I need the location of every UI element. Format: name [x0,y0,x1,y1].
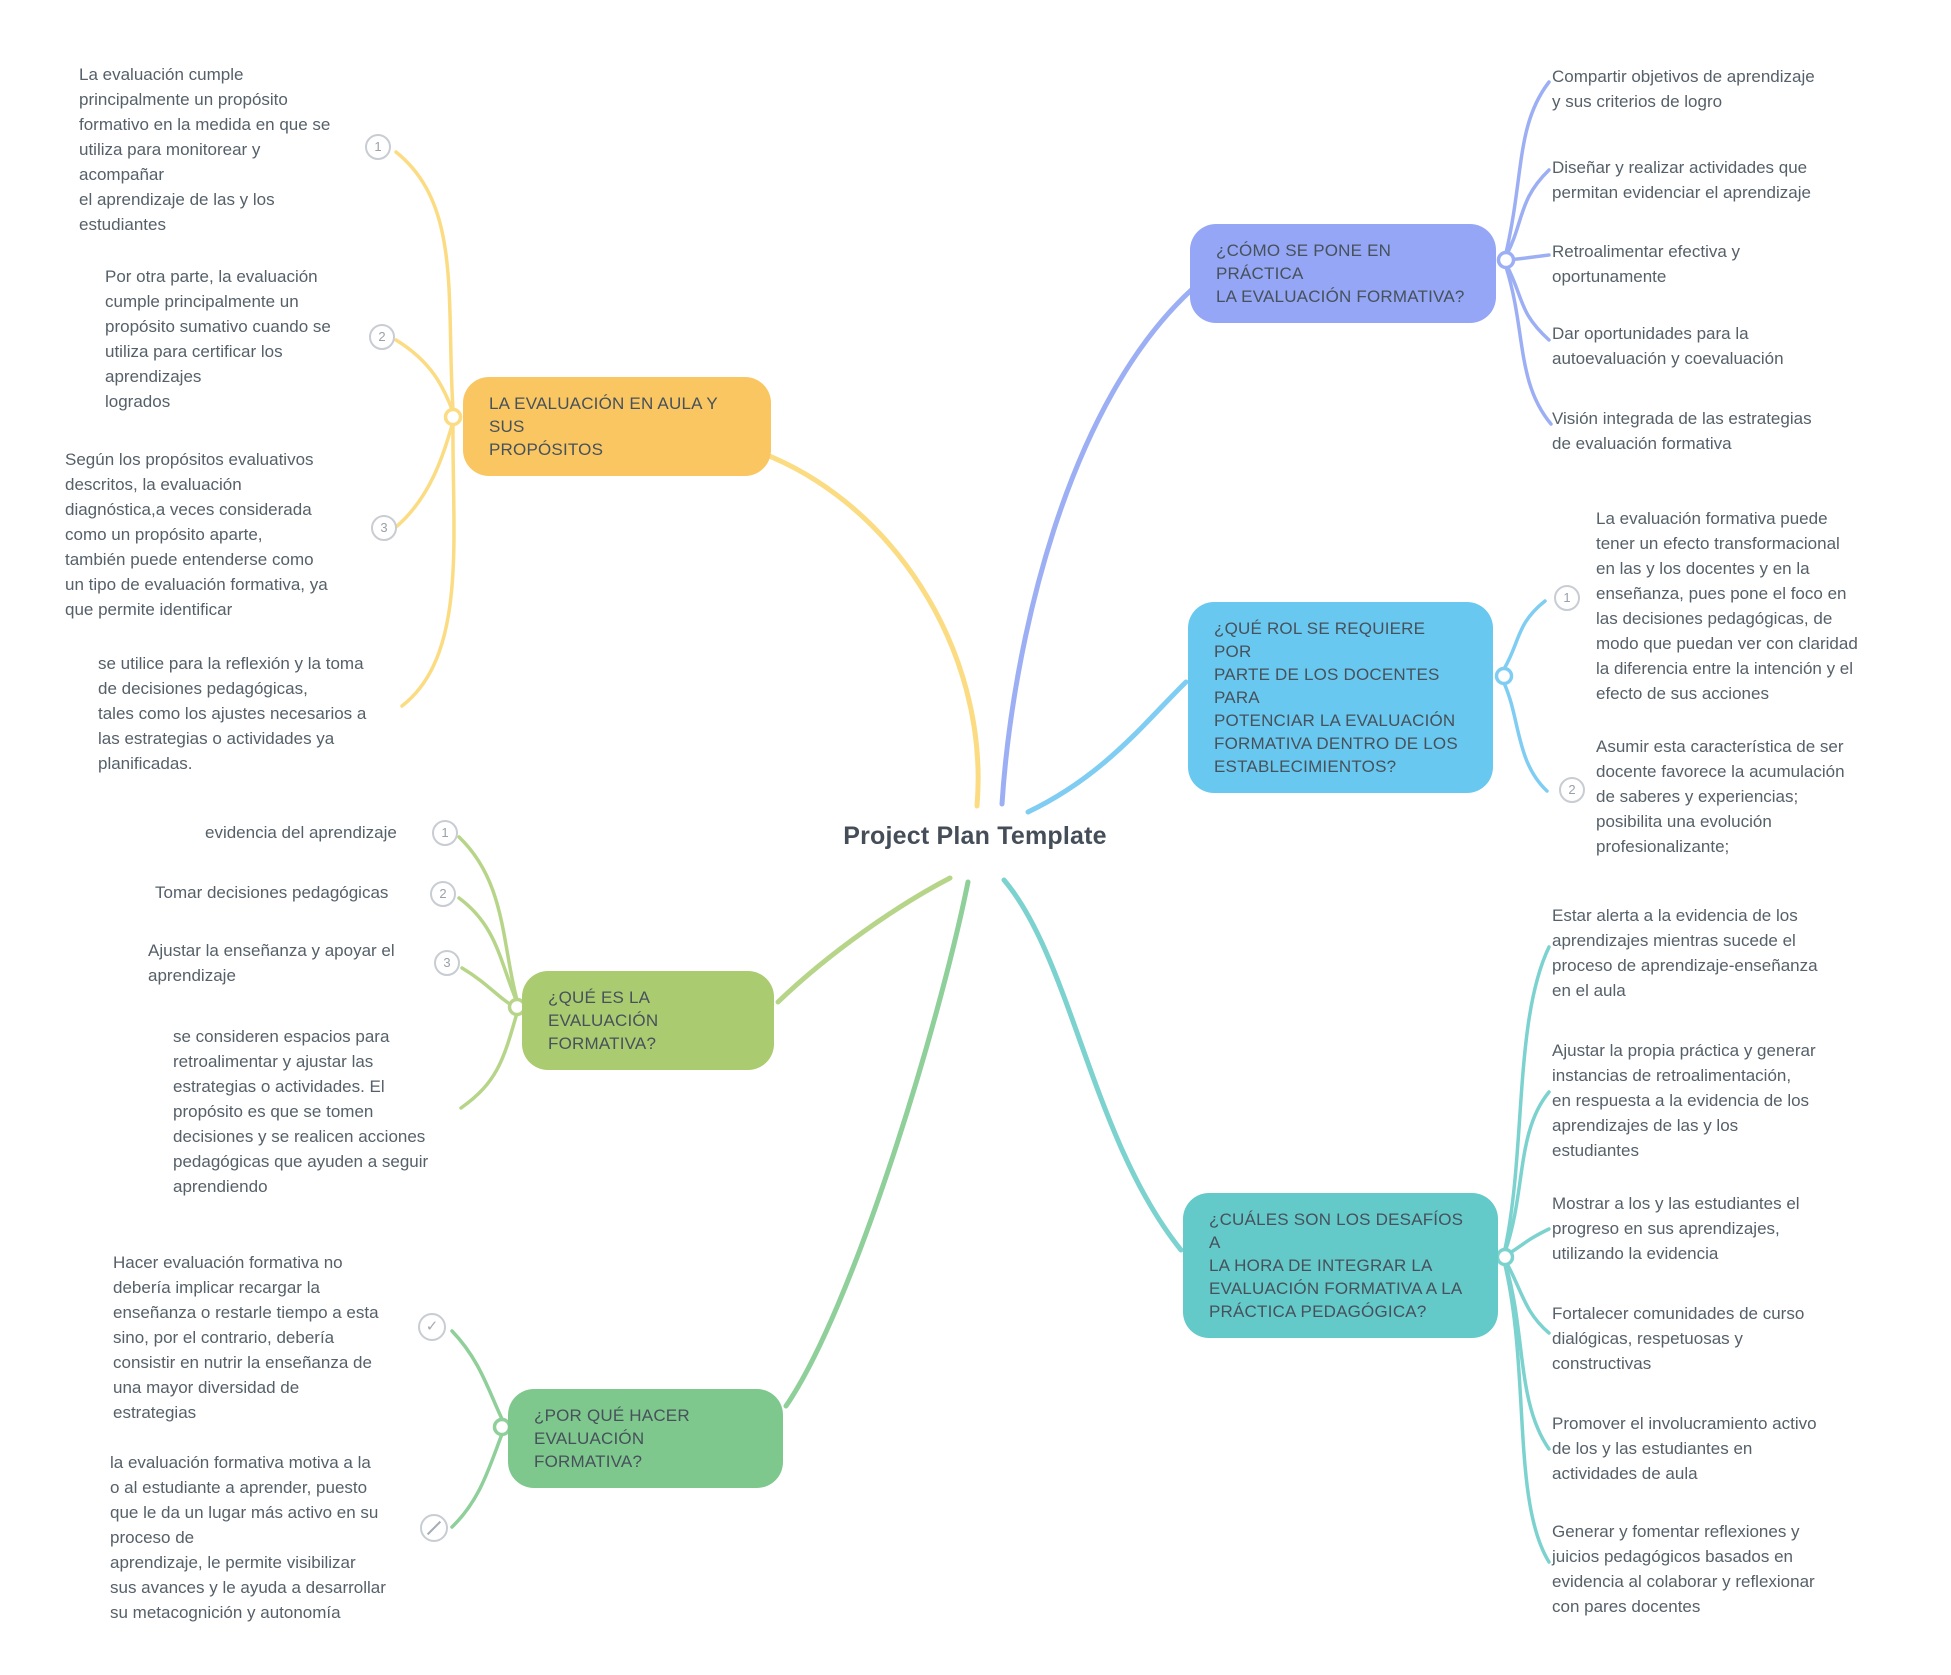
connector-line [1504,262,1551,342]
node-text[interactable]: Visión integrada de las estrategias de e… [1552,409,1812,453]
connector-line [1001,877,1184,1253]
connector-line [783,879,971,1409]
node-text[interactable]: Fortalecer comunidades de curso dialógic… [1552,1304,1805,1373]
node-text[interactable]: Estar alerta a la evidencia de los apren… [1552,906,1818,1000]
connector-line [1504,80,1551,255]
connector-line [400,423,456,708]
check-circle-icon [418,1313,446,1341]
node-text[interactable]: se utilice para la reflexión y la toma d… [98,654,367,773]
connector-line [450,1432,504,1529]
branch-node-purposes[interactable]: LA EVALUACIÓN EN AULA Y SUS PROPÓSITOS [463,377,771,476]
slash-circle-icon [420,1514,448,1542]
connector-line [460,966,519,1010]
branch-node-practice[interactable]: ¿CÓMO SE PONE EN PRÁCTICA LA EVALUACIÓN … [1190,224,1496,323]
connector-line [450,1329,504,1421]
branch-node-role[interactable]: ¿QUÉ ROL SE REQUIERE POR PARTE DE LOS DO… [1188,602,1493,793]
branch-junction-dot [443,407,463,427]
connector-line [457,835,519,1002]
node-text[interactable]: La evaluación formativa puede tener un e… [1596,509,1858,703]
connector-line [1502,599,1547,671]
connector-line [1503,945,1551,1251]
connector-line [999,281,1201,807]
connector-line [459,1011,519,1110]
node-text[interactable]: La evaluación cumple principalmente un p… [79,65,331,234]
connector-line [1025,679,1189,815]
node-text[interactable]: Ajustar la enseñanza y apoyar el aprendi… [148,941,395,985]
node-text[interactable]: Promover el involucramiento activo de lo… [1552,1414,1817,1483]
node-text[interactable]: Hacer evaluación formativa no debería im… [113,1253,379,1422]
node-text[interactable]: Según los propósitos evaluativos descrit… [65,450,328,619]
connector-line [457,896,519,1004]
branch-node-challenges[interactable]: ¿CUÁLES SON LOS DESAFÍOS A LA HORA DE IN… [1183,1193,1498,1338]
item-number-badge: 2 [1559,777,1585,803]
branch-junction-dot [1494,666,1514,686]
item-number-badge: 2 [369,324,395,350]
node-text[interactable]: Por otra parte, la evaluación cumple pri… [105,267,331,411]
connector-line [1503,1258,1551,1335]
node-text[interactable]: Retroalimentar efectiva y oportunamente [1552,242,1741,286]
branch-node-why[interactable]: ¿POR QUÉ HACER EVALUACIÓN FORMATIVA? [508,1389,783,1488]
node-text[interactable]: se consideren espacios para retroaliment… [173,1027,429,1196]
connector-line [1504,168,1551,258]
node-text[interactable]: la evaluación formativa motiva a la o al… [110,1453,386,1622]
connector-line [1504,265,1553,426]
item-number-badge: 2 [430,881,456,907]
item-number-badge: 3 [371,515,397,541]
branch-junction-dot [1496,250,1516,270]
node-text[interactable]: Ajustar la propia práctica y generar ins… [1552,1041,1816,1160]
connector-line [394,420,455,529]
node-text[interactable]: evidencia del aprendizaje [205,823,397,842]
connector-line [1502,681,1549,793]
center-root-node[interactable]: Project Plan Template [843,822,1107,850]
node-text[interactable]: Asumir esta característica de ser docent… [1596,737,1845,856]
node-text[interactable]: Generar y fomentar reflexiones y juicios… [1552,1522,1815,1616]
item-number-badge: 1 [1554,585,1580,611]
branch-junction-dot [1495,1247,1515,1267]
item-number-badge: 1 [432,820,458,846]
connector-line [1503,1090,1551,1254]
node-text[interactable]: Diseñar y realizar actividades que permi… [1552,158,1811,202]
connector-line [745,445,981,809]
connector-line [394,338,455,414]
node-text[interactable]: Mostrar a los y las estudiantes el progr… [1552,1194,1800,1263]
connector-line [394,150,455,411]
branch-node-what[interactable]: ¿QUÉ ES LA EVALUACIÓN FORMATIVA? [522,971,774,1070]
item-number-badge: 1 [365,134,391,160]
node-text[interactable]: Dar oportunidades para la autoevaluación… [1552,324,1784,368]
node-text[interactable]: Compartir objetivos de aprendizaje y sus… [1552,67,1815,111]
connector-line [1503,1263,1551,1564]
connector-line [775,875,953,1005]
item-number-badge: 3 [434,950,460,976]
node-text[interactable]: Tomar decisiones pedagógicas [155,883,389,902]
